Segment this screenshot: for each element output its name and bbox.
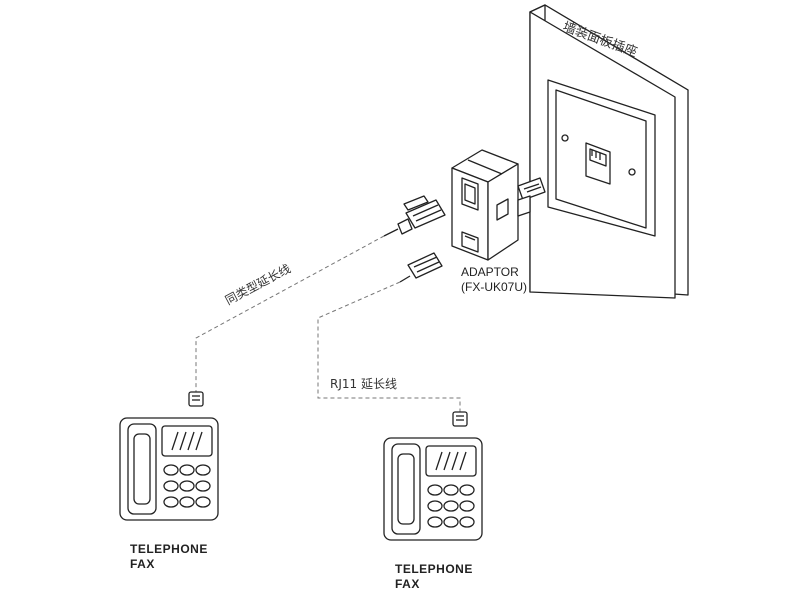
device-1-line1: TELEPHONE [130, 542, 208, 556]
wall-socket-icon [547, 79, 656, 237]
device-1-line2: FAX [130, 557, 155, 571]
rj11-plug-icon [383, 195, 446, 237]
telephone-icon [119, 417, 219, 521]
same-type-extension-cable [195, 235, 385, 392]
adaptor-icon [451, 149, 546, 261]
rj11-extension-cable [317, 281, 461, 412]
rj11-plug-icon [452, 411, 468, 427]
adaptor-name: ADAPTOR [461, 265, 519, 279]
telephone-icon [383, 437, 483, 541]
adaptor-model: (FX-UK07U) [461, 280, 527, 294]
rj11-plug-icon [188, 391, 204, 407]
rj11-plug-icon [399, 252, 443, 283]
device-2-line1: TELEPHONE [395, 562, 473, 576]
rj11-cable-label: RJ11 延长线 [330, 377, 397, 391]
device-2-line2: FAX [395, 577, 420, 591]
same-type-cable-label: 同类型延长线 [223, 261, 293, 307]
